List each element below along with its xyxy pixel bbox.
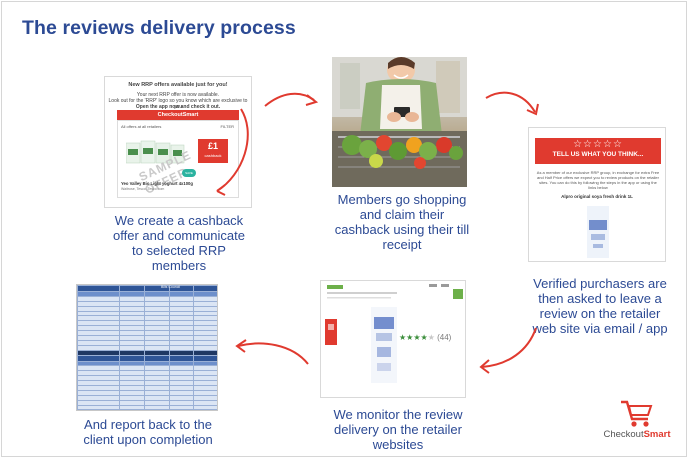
caption-line: client upon completion [83,432,213,447]
arrow-step1-to-step2 [264,92,319,107]
app-brand: CheckoutSmart [157,112,199,118]
card-header-right: FILTER [220,124,234,129]
app-header-bar: CheckoutSmart [117,110,239,120]
caption-line: Members go shopping [337,192,467,207]
caption-line: delivery on the retailer [334,422,462,437]
email-line-2: Look out for the 'RRP' logo so you know … [108,98,248,110]
cashback-price-badge: £1 cashback [198,139,228,163]
offer-card: All offers at all retailers FILTER £1 ca… [117,120,239,198]
caption-line: We monitor the review [333,407,463,422]
email-line-1: Your next RRP offer is now available. [136,92,220,98]
caption-line: offer and communicate [113,228,245,243]
empty-stars-icon: ☆☆☆☆☆ [573,139,623,150]
caption-line: then asked to leave a [538,291,662,306]
soya-drink-carton-image [587,206,609,258]
checkoutsmart-logo: CheckoutSmart [596,397,678,443]
step-5-caption: And report back to the client upon compl… [68,417,228,447]
caption-line: members [151,258,207,273]
logo-text-checkout: Checkout [603,429,644,440]
card-header-left: All offers at all retailers [121,124,162,129]
report-table [77,285,217,410]
caption-line: web site via email / app [532,321,668,336]
step-4-caption: We monitor the review delivery on the re… [318,407,478,452]
callout-pointer-arrow [216,108,249,196]
report-table-title: Bills Council [161,285,181,289]
review-request-header: ☆☆☆☆☆ TELL US WHAT YOU THINK... [535,138,661,164]
caption-line: We create a cashback [114,213,244,228]
logo-text: CheckoutSmart [596,429,678,440]
cashback-label: cashback [204,153,222,158]
arrow-step4-to-step5 [235,339,309,365]
rating-count: (44) [437,333,452,342]
offer-product-name: Yeo Valley Bio Light yoghurt 4x100g [121,181,193,186]
email-line-3: Open the app now and check it out. [135,104,221,110]
retailer-review-page-screenshot: ★★★★★ (44) [320,280,466,398]
rating-stars-icon: ★★★★ [399,333,428,342]
arrow-step3-to-step4 [479,327,537,374]
caption-line: cashback using their till [334,222,470,237]
shopping-cart-icon [621,400,653,427]
review-request-screenshot: ☆☆☆☆☆ TELL US WHAT YOU THINK... As a mem… [528,127,666,262]
shopping-scene-image [332,57,467,187]
yoghurt-product-image [126,140,185,164]
cashback-price: £1 [207,141,218,151]
caption-line: and claim their [359,207,445,222]
shopping-photo [332,57,467,187]
offer-retailers: Waitrose, Tesco, Tesco.com [121,187,165,191]
review-product-name: Alpro original soya fresh drink 1L [561,194,633,199]
logo-text-smart: Smart [643,429,671,440]
caption-line: websites [372,437,424,452]
retailer-page-image [321,281,465,383]
email-heading: New RRP offers available just for you! [128,82,228,88]
rating-empty-star-icon: ★ [427,333,435,342]
report-spreadsheet-screenshot: Bills Council [76,284,218,411]
arrow-step2-to-step3 [485,91,539,116]
slide-title: The reviews delivery process [22,17,296,39]
step-3-caption: Verified purchasers are then asked to le… [520,276,680,336]
step-2-caption: Members go shopping and claim their cash… [322,192,482,252]
save-pill: SAVE [182,169,196,177]
review-request-body: As a member of our exclusive RRP group, … [536,170,660,190]
step-1-caption: We create a cashback offer and communica… [104,213,254,273]
review-request-heading: TELL US WHAT YOU THINK... [552,151,644,158]
offer-email-screenshot: New RRP offers available just for you! Y… [104,76,252,208]
caption-line: Verified purchasers are [533,276,667,291]
caption-line: And report back to the [84,417,212,432]
caption-line: to selected RRP [132,243,226,258]
caption-line: review on the retailer [539,306,661,321]
caption-line: receipt [382,237,422,252]
product-thumbnail-strip [325,319,337,345]
product-rating: ★★★★★ (44) [399,333,451,342]
